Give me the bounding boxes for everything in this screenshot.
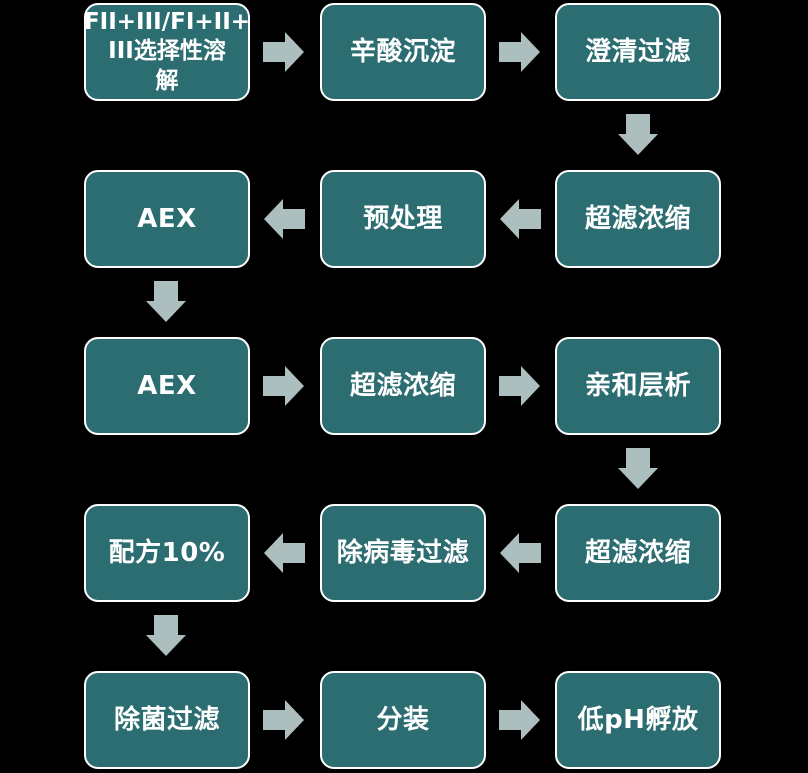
node-label: 辛酸沉淀 [349, 36, 456, 67]
node-sterile-filtration: 除菌过滤 [84, 671, 250, 769]
node-filling: 分装 [320, 671, 486, 769]
node-label: 除菌过滤 [113, 704, 220, 735]
node-uf-concentration-2: 超滤浓缩 [320, 337, 486, 435]
node-label: 分装 [376, 704, 430, 735]
node-clarifying-filtration: 澄清过滤 [555, 3, 721, 101]
arrow-left-icon [500, 199, 541, 239]
arrow-down-icon [146, 615, 186, 656]
node-affinity-chromatography: 亲和层析 [555, 337, 721, 435]
node-pretreatment: 预处理 [320, 170, 486, 268]
arrow-right-icon [263, 32, 304, 72]
arrow-right-icon [263, 366, 304, 406]
node-label: 超滤浓缩 [584, 203, 691, 234]
node-label: AEX [137, 370, 197, 401]
node-formulation-10pct: 配方10% [84, 504, 250, 602]
node-uf-concentration-3: 超滤浓缩 [555, 504, 721, 602]
arrow-right-icon [263, 700, 304, 740]
node-uf-concentration-1: 超滤浓缩 [555, 170, 721, 268]
node-selective-dissolution: FII+III/FI+II+ III选择性溶 解 [84, 3, 250, 101]
node-label: 预处理 [363, 203, 443, 234]
arrow-right-icon [499, 32, 540, 72]
node-label: 亲和层析 [584, 370, 691, 401]
node-aex-2: AEX [84, 337, 250, 435]
node-label: 除病毒过滤 [336, 537, 470, 568]
node-virus-removal-filtration: 除病毒过滤 [320, 504, 486, 602]
arrow-right-icon [499, 366, 540, 406]
node-label: 配方10% [108, 537, 226, 568]
arrow-down-icon [618, 114, 658, 155]
node-label: AEX [137, 203, 197, 234]
arrow-right-icon [499, 700, 540, 740]
node-low-ph-incubation: 低pH孵放 [555, 671, 721, 769]
arrow-left-icon [264, 533, 305, 573]
arrow-left-icon [500, 533, 541, 573]
node-label: 低pH孵放 [577, 704, 699, 735]
arrow-down-icon [618, 448, 658, 489]
node-label: 超滤浓缩 [349, 370, 456, 401]
arrow-down-icon [146, 281, 186, 322]
node-caprylic-acid-precipitation: 辛酸沉淀 [320, 3, 486, 101]
node-label: FII+III/FI+II+ III选择性溶 解 [83, 9, 251, 94]
node-label: 澄清过滤 [584, 36, 691, 67]
node-label: 超滤浓缩 [584, 537, 691, 568]
node-aex-1: AEX [84, 170, 250, 268]
arrow-left-icon [264, 199, 305, 239]
